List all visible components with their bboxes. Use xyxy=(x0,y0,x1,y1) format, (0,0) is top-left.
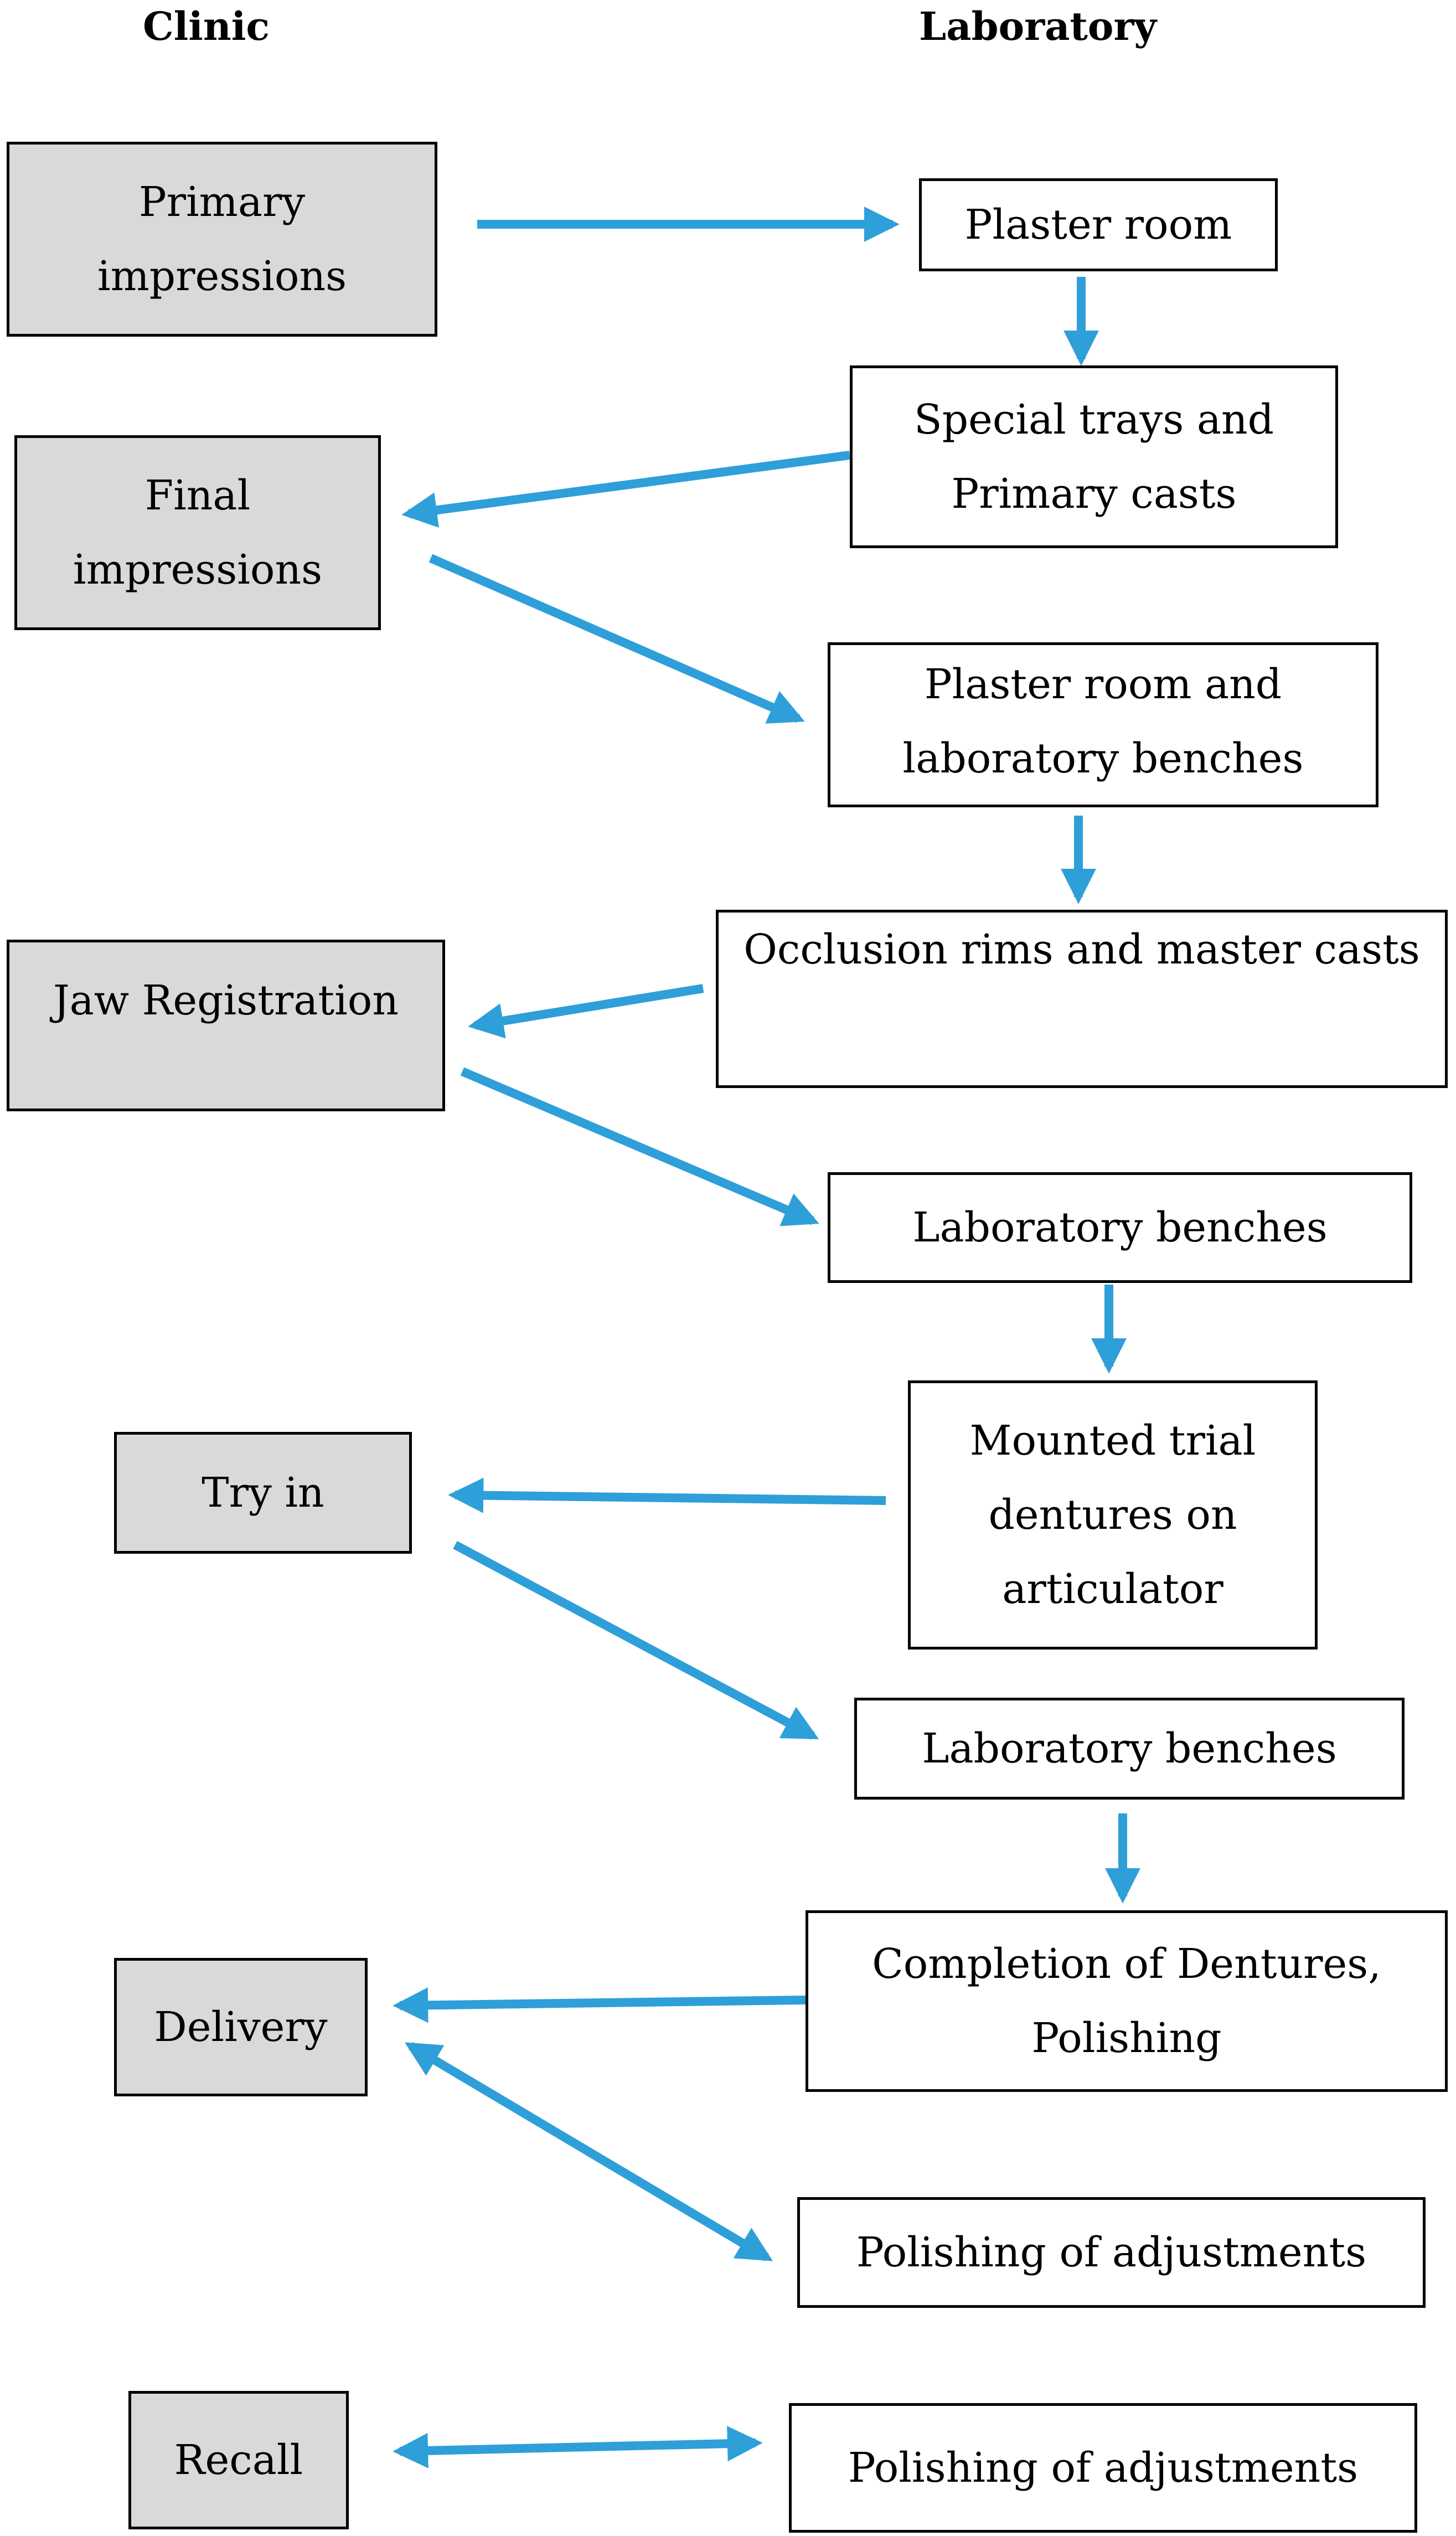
arrow-occlusion-rims-to-jaw-registration xyxy=(468,984,704,1039)
lab-step-label: Polishing of adjustments xyxy=(856,2229,1367,2276)
lab-step-mounted-trial-dentures: Mounted trial dentures on articulator xyxy=(908,1380,1318,1650)
lab-step-label: Mounted trial dentures on articulator xyxy=(969,1417,1256,1613)
lab-step-completion-of-dentures: Completion of Dentures, Polishing xyxy=(806,1910,1448,2092)
lab-step-label: Laboratory benches xyxy=(922,1725,1337,1772)
arrow-delivery-polishing-adjustments xyxy=(404,2042,773,2261)
clinic-step-label: Recall xyxy=(174,2436,303,2484)
arrow-final-impressions-to-plaster-room-benches xyxy=(428,554,805,724)
lab-step-special-trays-primary-casts: Special trays and Primary casts xyxy=(850,365,1338,548)
lab-step-polishing-of-adjustments-1: Polishing of adjustments xyxy=(797,2197,1426,2308)
lab-step-laboratory-benches-1: Laboratory benches xyxy=(828,1172,1412,1283)
clinic-step-try-in: Try in xyxy=(114,1432,412,1554)
arrow-jaw-registration-to-laboratory-benches xyxy=(460,1067,819,1226)
clinic-step-label: Try in xyxy=(202,1469,324,1517)
clinic-step-label: Final impressions xyxy=(73,472,323,594)
lab-step-label: Special trays and Primary casts xyxy=(914,396,1274,518)
clinic-step-delivery: Delivery xyxy=(114,1958,368,2096)
clinic-step-final-impressions: Final impressions xyxy=(14,435,381,630)
arrow-try-in-to-laboratory-benches xyxy=(453,1540,819,1740)
lab-step-label: Plaster room xyxy=(964,201,1232,249)
clinic-step-primary-impressions: Primary impressions xyxy=(7,142,437,337)
clinic-step-jaw-registration: Jaw Registration xyxy=(7,940,445,1111)
lab-step-plaster-room: Plaster room xyxy=(919,178,1278,271)
clinic-step-recall: Recall xyxy=(128,2391,349,2529)
lab-step-label: Plaster room and laboratory benches xyxy=(902,661,1304,782)
arrow-recall-polishing-adjustments xyxy=(393,2426,763,2468)
lab-step-label: Completion of Dentures, Polishing xyxy=(872,1940,1381,2062)
lab-step-label: Occlusion rims and master casts xyxy=(744,926,1420,973)
arrow-mounted-trial-to-try-in xyxy=(448,1477,886,1513)
arrow-completion-to-delivery xyxy=(393,1987,806,2023)
lab-step-laboratory-benches-2: Laboratory benches xyxy=(854,1698,1405,1800)
laboratory-column-header: Laboratory xyxy=(919,3,1157,49)
clinic-step-label: Jaw Registration xyxy=(53,977,399,1024)
lab-step-label: Polishing of adjustments xyxy=(848,2444,1359,2492)
arrow-special-trays-to-final-impressions xyxy=(401,451,851,528)
clinic-step-label: Delivery xyxy=(154,2003,328,2051)
lab-step-plaster-room-laboratory-benches: Plaster room and laboratory benches xyxy=(828,642,1378,807)
clinic-column-header: Clinic xyxy=(143,3,270,49)
lab-step-occlusion-rims-master-casts: Occlusion rims and master casts xyxy=(716,910,1448,1088)
lab-step-label: Laboratory benches xyxy=(912,1204,1328,1251)
clinic-step-label: Primary impressions xyxy=(97,178,347,300)
lab-step-polishing-of-adjustments-2: Polishing of adjustments xyxy=(789,2403,1417,2533)
